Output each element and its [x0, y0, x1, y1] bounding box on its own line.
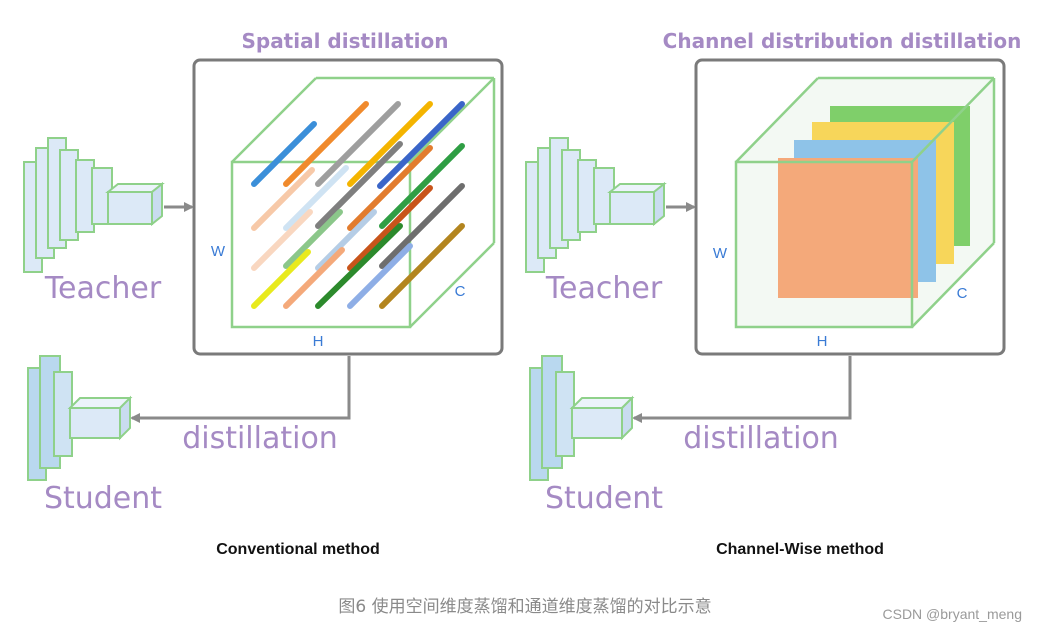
spatial-line [315, 141, 403, 229]
spatial-line [315, 101, 401, 187]
axis-c-label: C [957, 285, 968, 302]
channel-distillation-title: Channel distribution distillation [663, 29, 1022, 53]
spatial-line [251, 209, 313, 271]
conventional-method-label: Conventional method [216, 541, 380, 558]
spatial-feature-cube [230, 76, 496, 329]
distillation-label: distillation [182, 421, 338, 456]
spatial-line [251, 121, 317, 187]
spatial-line [283, 165, 349, 231]
spatial-line [315, 209, 377, 271]
spatial-line [379, 143, 465, 229]
spatial-line [251, 249, 311, 309]
csdn-watermark: CSDN @bryant_meng [883, 606, 1023, 622]
spatial-feature-box [192, 58, 504, 356]
spatial-line [347, 243, 413, 309]
axis-w-label: W [211, 243, 226, 260]
spatial-line [379, 183, 465, 269]
spatial-line [347, 101, 433, 187]
channel-wise-method-label: Channel-Wise method [716, 541, 884, 558]
spatial-line [347, 185, 433, 271]
spatial-line [347, 145, 433, 231]
teacher-network-icon [23, 137, 165, 273]
student-label: Student [545, 481, 663, 516]
distillation-arrow [130, 356, 351, 423]
right-panel: Channel distribution distillation Teache… [525, 29, 1022, 558]
channel-feature-cube [734, 76, 996, 329]
spatial-line [315, 223, 403, 309]
figure-caption: 图6 使用空间维度蒸馏和通道维度蒸馏的对比示意 [338, 596, 711, 617]
student-network-icon [529, 355, 635, 481]
spatial-pixel-lines [251, 101, 465, 309]
teacher-network-icon [525, 137, 667, 273]
teacher-label: Teacher [545, 271, 663, 306]
axis-w-label: W [713, 245, 728, 262]
distillation-label: distillation [683, 421, 839, 456]
spatial-distillation-title: Spatial distillation [241, 29, 448, 53]
student-network-icon [27, 355, 133, 481]
left-panel: Spatial distillation Teacher [23, 29, 504, 558]
axis-h-label: H [313, 333, 324, 350]
spatial-line [377, 101, 465, 189]
distillation-arrow [632, 356, 852, 423]
axis-h-label: H [817, 333, 828, 350]
channel-feature-box [694, 58, 1006, 356]
teacher-label: Teacher [44, 271, 162, 306]
spatial-line [283, 209, 343, 269]
channel-sheets [778, 106, 970, 298]
spatial-line [283, 101, 369, 187]
spatial-line [251, 167, 315, 231]
spatial-line [283, 247, 345, 309]
channel-sheet-orange [778, 158, 918, 298]
axis-c-label: C [455, 283, 466, 300]
student-label: Student [44, 481, 162, 516]
spatial-line [379, 223, 465, 309]
